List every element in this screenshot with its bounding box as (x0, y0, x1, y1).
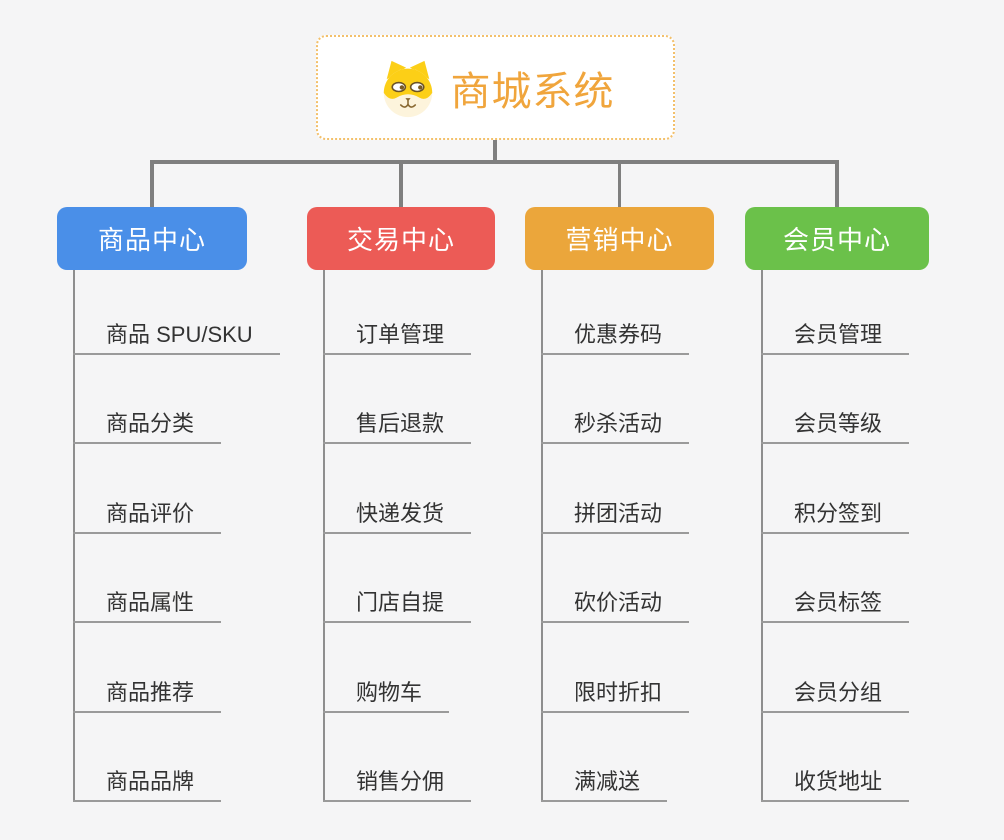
child-node[interactable]: 商品推荐 (73, 675, 222, 713)
child-label: 购物车 (356, 679, 423, 705)
connector-child-trunk (323, 270, 325, 802)
connector-root-stub (493, 140, 497, 164)
child-label: 商品推荐 (106, 679, 195, 705)
child-node[interactable]: 砍价活动 (541, 585, 690, 624)
child-label: 秒杀活动 (574, 411, 663, 437)
child-label: 售后退款 (356, 411, 445, 437)
connector-dropper (617, 160, 622, 209)
child-node[interactable]: 满减送 (541, 764, 668, 802)
child-label: 销售分佣 (356, 769, 445, 794)
child-label: 订单管理 (356, 322, 445, 347)
branch-label: 会员中心 (782, 225, 891, 255)
connector-dropper (835, 160, 839, 209)
connector-dropper (150, 160, 154, 209)
child-node[interactable]: 会员标签 (761, 585, 910, 624)
child-label: 会员管理 (794, 322, 883, 347)
branch-label: 商品中心 (97, 225, 206, 255)
child-label: 满减送 (574, 769, 641, 794)
child-node[interactable]: 快递发货 (323, 496, 472, 534)
root-node-mall-system[interactable]: 商城系统 (316, 35, 675, 140)
child-label: 门店自提 (356, 590, 445, 616)
branch-node-1[interactable]: 交易中心 (307, 207, 495, 270)
child-node[interactable]: 商品品牌 (73, 764, 222, 802)
branch-label: 营销中心 (565, 225, 674, 255)
child-label: 商品评价 (106, 500, 195, 526)
child-label: 收货地址 (794, 769, 883, 794)
child-node[interactable]: 限时折扣 (541, 675, 690, 713)
child-node[interactable]: 商品分类 (73, 406, 222, 445)
child-label: 限时折扣 (574, 679, 663, 705)
connector-child-trunk (761, 270, 763, 802)
child-node[interactable]: 售后退款 (323, 406, 472, 445)
child-label: 优惠券码 (574, 322, 663, 347)
branch-node-3[interactable]: 会员中心 (745, 207, 929, 270)
child-node[interactable]: 销售分佣 (323, 764, 472, 802)
connector-child-trunk (73, 270, 75, 802)
child-label: 快递发货 (356, 500, 445, 526)
child-node[interactable]: 收货地址 (761, 764, 910, 802)
child-label: 会员分组 (794, 679, 883, 705)
child-node[interactable]: 购物车 (323, 675, 450, 713)
child-node[interactable]: 秒杀活动 (541, 406, 690, 445)
child-node[interactable]: 会员等级 (761, 406, 910, 445)
shiba-dog-icon (383, 60, 432, 117)
connector-bus (150, 160, 839, 164)
child-label: 商品属性 (106, 590, 195, 616)
child-node[interactable]: 积分签到 (761, 496, 910, 534)
child-node[interactable]: 商品 SPU/SKU (73, 317, 280, 355)
child-node[interactable]: 优惠券码 (541, 317, 690, 355)
branch-node-0[interactable]: 商品中心 (57, 207, 247, 270)
child-node[interactable]: 拼团活动 (541, 496, 690, 534)
child-node[interactable]: 会员分组 (761, 675, 910, 713)
root-title: 商城系统 (450, 69, 615, 114)
child-node[interactable]: 订单管理 (323, 317, 472, 355)
connector-dropper (399, 160, 403, 209)
connector-child-trunk (541, 270, 543, 802)
child-label: 砍价活动 (574, 590, 663, 616)
child-label: 商品 SPU/SKU (106, 322, 253, 347)
child-node[interactable]: 商品评价 (73, 496, 222, 534)
branch-label: 交易中心 (346, 225, 455, 255)
child-node[interactable]: 会员管理 (761, 317, 910, 355)
child-label: 会员标签 (794, 590, 883, 616)
child-label: 商品分类 (106, 411, 195, 437)
child-node[interactable]: 门店自提 (323, 585, 472, 624)
child-label: 商品品牌 (106, 769, 195, 794)
child-label: 积分签到 (794, 500, 883, 526)
branch-node-2[interactable]: 营销中心 (525, 207, 714, 270)
child-label: 拼团活动 (574, 500, 663, 526)
child-node[interactable]: 商品属性 (73, 585, 222, 624)
child-label: 会员等级 (794, 411, 883, 437)
